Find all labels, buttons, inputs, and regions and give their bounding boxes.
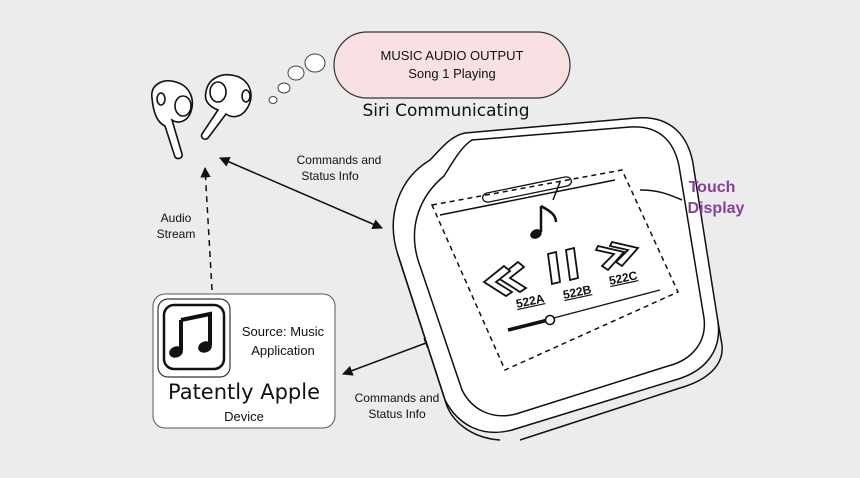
rewind-icon	[482, 260, 528, 298]
siri-label: Siri Communicating	[362, 101, 529, 121]
right-earbud-tip	[209, 81, 227, 103]
bubble-dot	[287, 65, 305, 81]
progress-slider	[507, 289, 661, 332]
bubble-dot	[277, 82, 291, 94]
display-top-edge	[439, 179, 616, 216]
commands-top-line1: Commands and	[297, 153, 382, 167]
left-earbud-speaker	[156, 92, 166, 106]
music-app-icon	[162, 303, 226, 371]
audio-stream-line2: Stream	[157, 227, 196, 241]
touch-display-area	[430, 169, 679, 371]
thought-bubble: MUSIC AUDIO OUTPUT Song 1 Playing	[268, 31, 571, 104]
fast-forward-icon	[594, 240, 640, 272]
case-bottom-edge-right	[519, 321, 723, 441]
touch-display-leader	[639, 189, 683, 201]
prev-control-label: 522A	[515, 291, 546, 311]
source-device: Source: Music Application Patently Apple…	[152, 293, 336, 429]
bubble-shape	[333, 31, 571, 99]
progress-knob	[544, 314, 556, 326]
case-hinge-slot	[482, 176, 572, 203]
music-note-icon	[530, 204, 558, 239]
pause-icon	[547, 246, 579, 286]
source-line1: Source: Music	[242, 324, 325, 339]
audio-stream-line1: Audio	[161, 211, 192, 225]
next-control-label: 522C	[608, 268, 639, 288]
bubble-dot	[304, 53, 326, 73]
progress-fill	[507, 318, 549, 332]
device-caption: Device	[224, 409, 264, 424]
case-bottom-edge	[397, 254, 501, 441]
bubble-subtitle: Song 1 Playing	[408, 66, 495, 81]
right-earbud	[200, 74, 252, 141]
case-leader-line	[552, 181, 561, 201]
left-earbud	[151, 80, 194, 160]
commands-bottom-line2: Status Info	[368, 407, 426, 421]
commands-bottom-line1: Commands and	[355, 391, 440, 405]
airpods-icon	[151, 74, 252, 160]
pause-control-label: 522B	[562, 282, 593, 302]
touch-display-line2: Display	[688, 200, 745, 217]
audio-stream-arrow	[200, 166, 213, 291]
source-line2: Application	[251, 343, 315, 358]
bubble-title: MUSIC AUDIO OUTPUT	[380, 48, 523, 63]
arrow-device-case	[342, 338, 435, 376]
touch-display-line1: Touch	[689, 179, 736, 196]
bubble-dot	[268, 96, 278, 104]
brand-label: Patently Apple	[168, 380, 320, 404]
right-earbud-speaker	[241, 89, 251, 103]
commands-top-line2: Status Info	[301, 169, 359, 183]
case-inner-rim	[413, 126, 706, 417]
left-earbud-tip	[174, 95, 192, 117]
arrow-airpods-case	[219, 156, 383, 230]
